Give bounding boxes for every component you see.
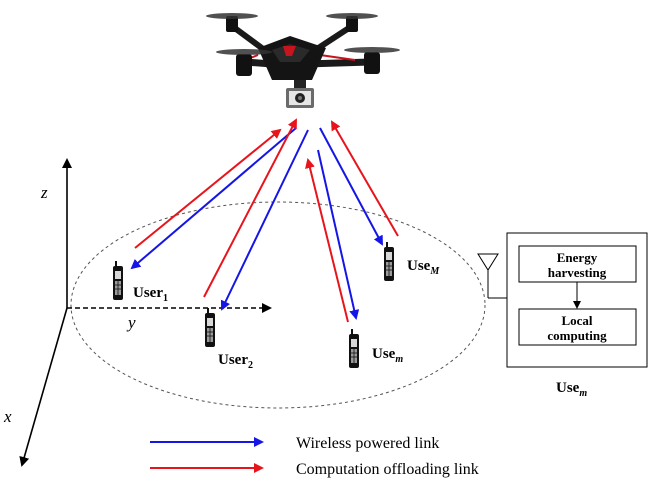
phone-icon <box>204 307 216 348</box>
local-computing-line2: computing <box>547 328 607 343</box>
phone-icon <box>112 260 124 301</box>
axis-label-z: z <box>40 183 48 202</box>
axis-label-x: x <box>3 407 12 426</box>
wireless-links <box>130 127 383 320</box>
local-computing-line1: Local <box>561 313 592 328</box>
coordinate-axes <box>19 158 272 467</box>
phone-icon <box>383 241 395 282</box>
legend <box>150 437 264 473</box>
axis-label-y: y <box>126 313 136 332</box>
label-user-M: UseM <box>407 258 440 277</box>
label-user-1: User1 <box>133 285 168 304</box>
device-diagram <box>477 232 648 368</box>
energy-harvesting-line2: harvesting <box>548 265 607 280</box>
energy-harvesting-line1: Energy <box>557 250 598 265</box>
legend-offloading-label: Computation offloading link <box>296 461 479 478</box>
legend-wireless-label: Wireless powered link <box>296 435 439 452</box>
label-user-2: User2 <box>218 352 253 371</box>
offloading-links <box>134 118 399 323</box>
coverage-area <box>70 201 486 409</box>
device-caption: Usem <box>556 380 587 399</box>
drone-icon <box>206 13 400 108</box>
label-user-m: Usem <box>372 346 403 365</box>
antenna-icon <box>477 253 507 299</box>
phone-icon <box>348 328 360 369</box>
